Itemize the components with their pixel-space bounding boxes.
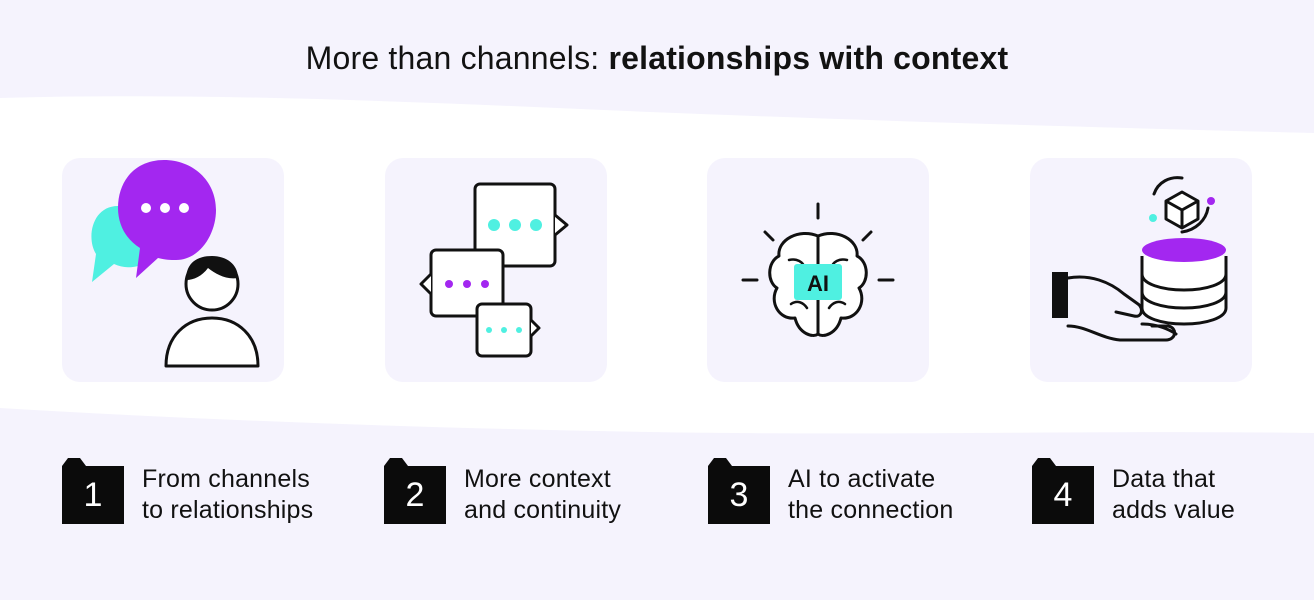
- step-number-badge: 3: [708, 458, 770, 524]
- step-2: 2 More context and continuity: [384, 458, 684, 528]
- step-text: From channels to relationships: [142, 464, 372, 526]
- step-3: 3 AI to activate the connection: [708, 458, 1008, 528]
- step-text: AI to activate the connection: [788, 464, 1018, 526]
- card-ai-connection: AI: [707, 158, 929, 382]
- page-title: More than channels: relationships with c…: [0, 36, 1314, 80]
- card-context-continuity: [385, 158, 607, 382]
- step-text-line: and continuity: [464, 496, 622, 524]
- step-1: 1 From channels to relationships: [62, 458, 362, 528]
- step-text-line: the connection: [788, 496, 954, 524]
- chat-bubbles-person-icon: [91, 160, 260, 368]
- step-text-line: More context: [464, 465, 611, 493]
- step-text: More context and continuity: [464, 464, 694, 526]
- step-4: 4 Data that adds value: [1032, 458, 1302, 528]
- step-text-line: AI to activate: [788, 465, 936, 493]
- step-text-line: adds value: [1112, 496, 1235, 524]
- step-number-badge: 4: [1032, 458, 1094, 524]
- ai-brain-icon: AI: [741, 202, 895, 337]
- ai-badge-label: AI: [807, 271, 829, 296]
- title-bold: relationships with context: [608, 40, 1009, 76]
- multiple-message-bubbles-icon: [419, 182, 569, 358]
- step-number-badge: 2: [384, 458, 446, 524]
- step-text: Data that adds value: [1112, 464, 1314, 526]
- step-number-badge: 1: [62, 458, 124, 524]
- title-regular: More than channels:: [305, 40, 609, 76]
- step-text-line: to relationships: [142, 496, 314, 524]
- step-text-line: Data that: [1112, 465, 1216, 493]
- card-data-value: [1030, 158, 1252, 382]
- hand-holding-database-icon: [1052, 176, 1228, 342]
- card-channels-to-relationships: [62, 158, 284, 382]
- step-text-line: From channels: [142, 465, 310, 493]
